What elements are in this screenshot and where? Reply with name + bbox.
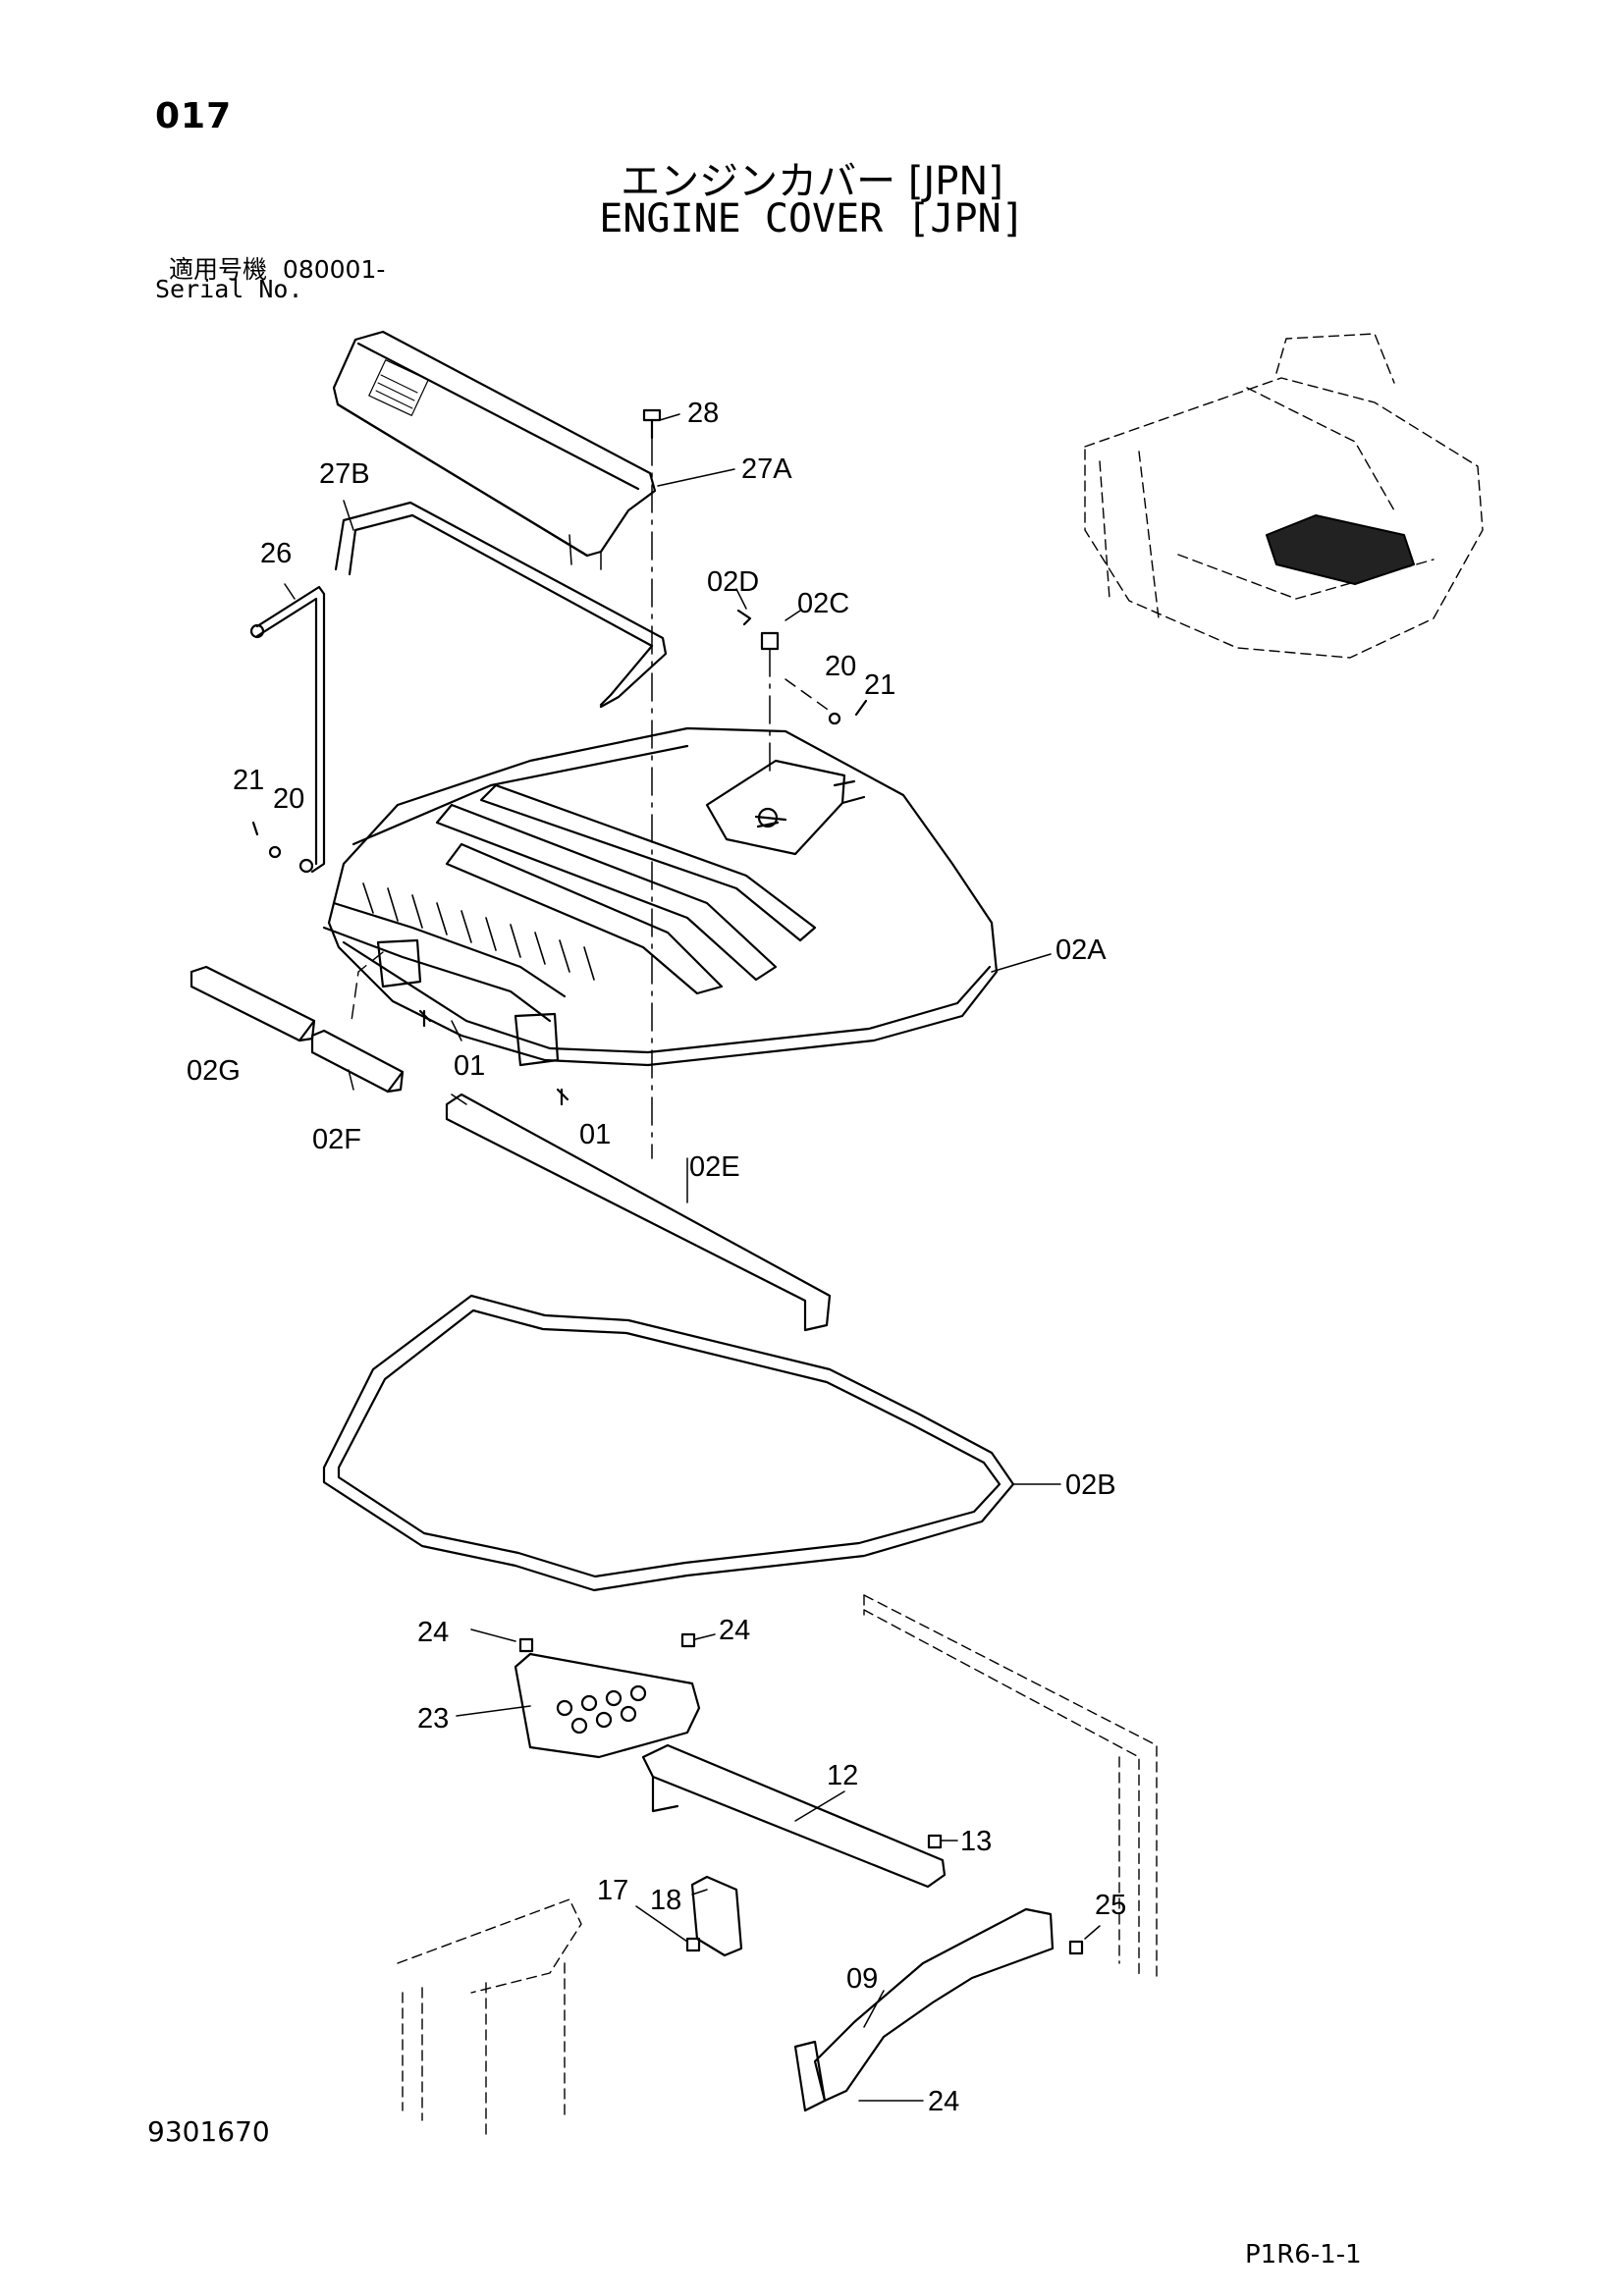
document-number: 9301670 <box>147 2115 270 2148</box>
inset-highlighted-cover <box>1266 514 1415 585</box>
callout-02f: 02F <box>312 1124 361 1155</box>
part-02e-long-seal <box>445 1093 832 1332</box>
part-02f-spacer <box>310 1029 405 1094</box>
part-02g-spacer <box>189 965 316 1042</box>
callout-27b: 27B <box>319 458 370 490</box>
page-number: 017 <box>155 96 233 136</box>
callout-02e: 02E <box>689 1151 740 1183</box>
part-01-bolts <box>418 1009 569 1106</box>
inset-machine-view <box>1084 333 1484 659</box>
callout-24-bottom: 24 <box>928 2086 959 2117</box>
callout-13: 13 <box>960 1826 992 1857</box>
callout-21-left: 21 <box>233 765 264 796</box>
part-24-bolts <box>518 1632 696 1653</box>
title-english: ENGINE COVER [JPN] <box>599 196 1025 241</box>
part-25-bolt <box>1068 1940 1084 1955</box>
callout-02g: 02G <box>187 1055 241 1087</box>
callout-28: 28 <box>687 398 719 429</box>
part-13-bolt <box>927 1834 943 1849</box>
part-02a-engine-cover <box>322 726 999 1067</box>
callout-24-right: 24 <box>719 1615 750 1646</box>
callout-20-left: 20 <box>273 783 304 815</box>
callout-01-upper: 01 <box>454 1050 485 1082</box>
part-26-stay-rod <box>249 585 326 874</box>
callout-20-right: 20 <box>825 651 856 682</box>
callout-25: 25 <box>1095 1890 1126 1921</box>
part-27a-top-cover <box>332 330 657 570</box>
part-28-bolt <box>642 408 662 1159</box>
callout-02a: 02A <box>1056 934 1107 966</box>
callout-24-left: 24 <box>417 1617 449 1648</box>
part-17-bolt <box>685 1937 701 1952</box>
part-27b-seal <box>334 501 668 709</box>
callout-02c: 02C <box>797 588 849 619</box>
callout-18: 18 <box>650 1885 681 1916</box>
title-japanese: エンジンカバー [JPN] <box>621 159 1003 204</box>
reference-frame-left <box>397 1898 582 2141</box>
callout-02b: 02B <box>1065 1469 1116 1501</box>
callout-09: 09 <box>846 1963 878 1995</box>
callout-27a: 27A <box>741 454 792 485</box>
callout-17: 17 <box>597 1875 628 1906</box>
part-02b-gasket <box>322 1294 1015 1592</box>
part-02d-02c-fasteners <box>736 609 780 776</box>
callout-labels: 28 27A 27B 26 02D 02C 20 21 21 20 02A 02… <box>187 398 1126 2117</box>
serial-label-jp: 適用号機 <box>169 255 268 284</box>
part-23-plate <box>514 1652 701 1759</box>
leader-lines <box>284 413 1101 2102</box>
serial-label-en: Serial No. <box>155 275 303 303</box>
serial-line: 適用号機 080001- <box>169 250 385 286</box>
page-code: P1R6-1-1 <box>1245 2240 1362 2269</box>
reference-frame-right <box>863 1594 1158 1979</box>
part-20-21-right-pin <box>785 678 868 725</box>
part-21-20-left-pin <box>251 821 282 859</box>
callout-01-lower: 01 <box>579 1119 611 1150</box>
callout-26: 26 <box>260 538 292 569</box>
part-12-bracket <box>641 1743 947 1889</box>
serial-value: 080001- <box>282 255 386 284</box>
callout-12: 12 <box>827 1760 858 1791</box>
callout-23: 23 <box>417 1703 449 1735</box>
callout-21-right: 21 <box>864 669 895 701</box>
part-09-bracket <box>793 1907 1055 2112</box>
callout-02d: 02D <box>707 566 759 598</box>
